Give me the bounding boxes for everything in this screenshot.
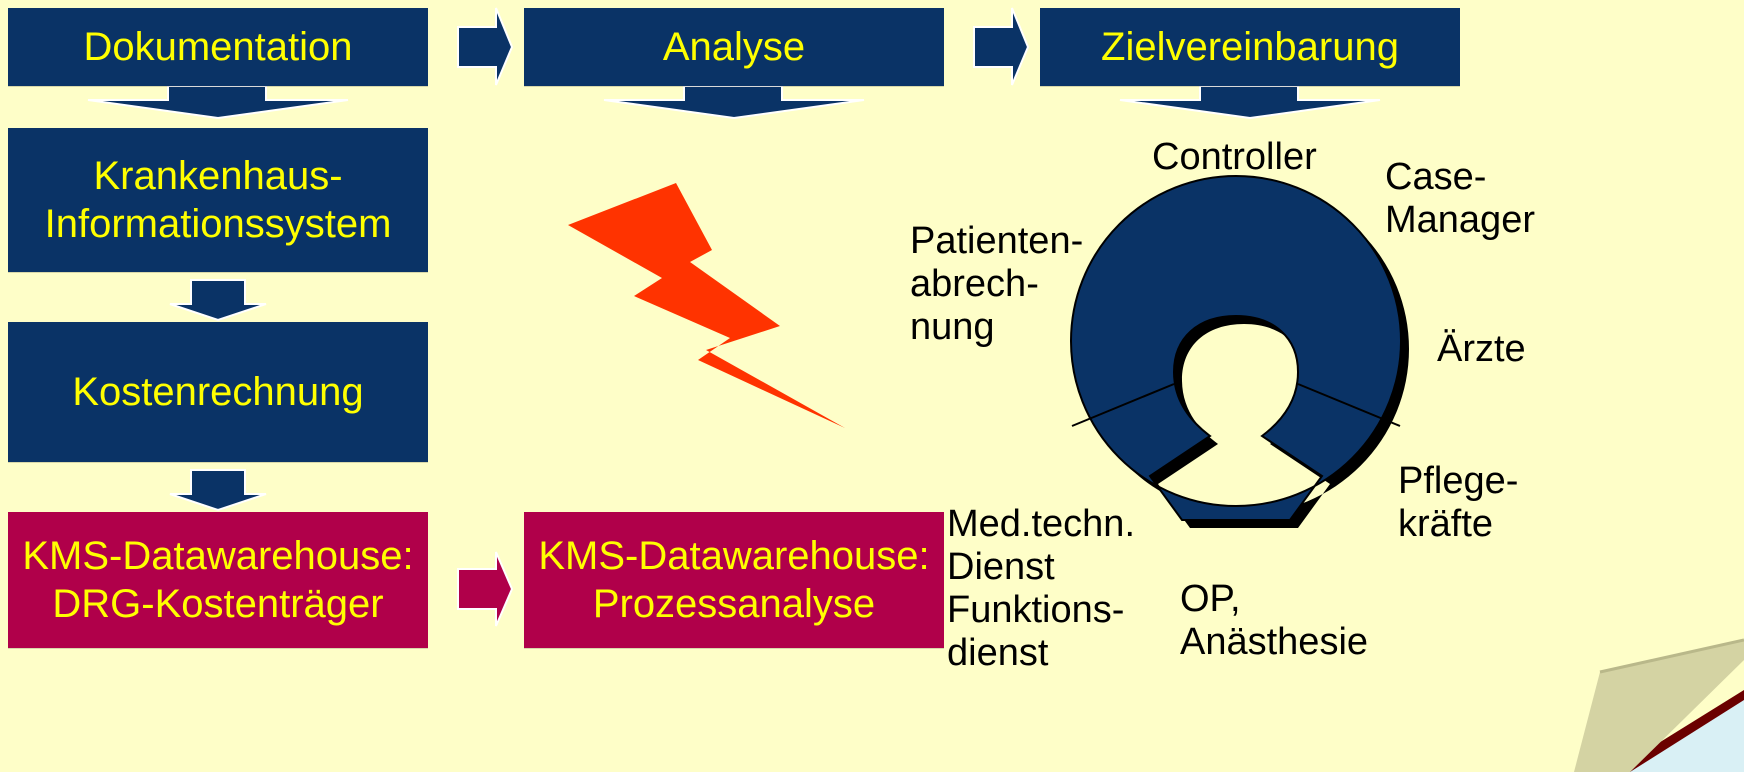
medtech-line3: Funktions- xyxy=(947,589,1125,631)
goal-agreement-box: Zielvereinbarung xyxy=(1040,8,1460,86)
team-circle-icon xyxy=(1070,174,1409,528)
documentation-box: Dokumentation xyxy=(8,8,428,86)
billing-line1: Patienten- xyxy=(910,220,1084,262)
his-label-line1: Krankenhaus- xyxy=(93,154,343,198)
hospital-information-system-box: Krankenhaus- Informationssystem xyxy=(8,128,428,272)
medtech-line2: Dienst xyxy=(947,546,1055,588)
arrow-right-icon xyxy=(457,551,514,627)
role-medtech-service: Med.techn. Dienst Funktions- dienst xyxy=(947,503,1135,675)
role-op-anesthesia: OP, Anästhesie xyxy=(1180,578,1368,664)
cost-accounting-box: Kostenrechnung xyxy=(8,322,428,462)
medtech-line1: Med.techn. xyxy=(947,503,1135,545)
cost-accounting-label: Kostenrechnung xyxy=(72,370,364,414)
billing-line3: nung xyxy=(910,306,995,348)
arrow-down-icon xyxy=(87,85,349,120)
case-manager-line1: Case- xyxy=(1385,156,1487,198)
his-label-line2: Informationssystem xyxy=(44,202,392,246)
op-line1: OP, xyxy=(1180,578,1241,620)
dwh-drg-label-line2: DRG-Kostenträger xyxy=(52,582,384,626)
role-controller: Controller xyxy=(1152,136,1317,178)
arrow-down-icon xyxy=(169,469,267,512)
arrow-right-icon xyxy=(457,7,514,86)
lightning-icon xyxy=(568,183,845,428)
documentation-label: Dokumentation xyxy=(83,25,353,69)
dwh-drg-label-line1: KMS-Datawarehouse: xyxy=(22,534,414,578)
arrow-right-icon xyxy=(973,7,1030,86)
goal-agreement-label: Zielvereinbarung xyxy=(1101,25,1399,69)
dwh-process-box: KMS-Datawarehouse: Prozessanalyse xyxy=(524,512,944,648)
medtech-line4: dienst xyxy=(947,632,1049,674)
role-patient-billing: Patienten- abrech- nung xyxy=(910,220,1083,349)
page-curl-icon xyxy=(1574,638,1744,772)
nursing-line1: Pflege- xyxy=(1398,460,1519,502)
dwh-process-label-line2: Prozessanalyse xyxy=(592,582,876,626)
arrow-down-icon xyxy=(1119,85,1381,120)
nursing-line2: kräfte xyxy=(1398,503,1494,545)
billing-line2: abrech- xyxy=(910,263,1039,305)
role-doctors: Ärzte xyxy=(1437,328,1526,370)
role-nursing: Pflege- kräfte xyxy=(1398,460,1518,546)
case-manager-line2: Manager xyxy=(1385,199,1535,241)
role-case-manager: Case- Manager xyxy=(1385,156,1535,242)
dwh-process-label-line1: KMS-Datawarehouse: xyxy=(538,534,930,578)
analysis-box: Analyse xyxy=(524,8,944,86)
analysis-label: Analyse xyxy=(662,25,806,69)
arrow-down-icon xyxy=(603,85,865,120)
op-line2: Anästhesie xyxy=(1180,621,1369,663)
dwh-drg-box: KMS-Datawarehouse: DRG-Kostenträger xyxy=(8,512,428,648)
arrow-down-icon xyxy=(169,279,267,322)
